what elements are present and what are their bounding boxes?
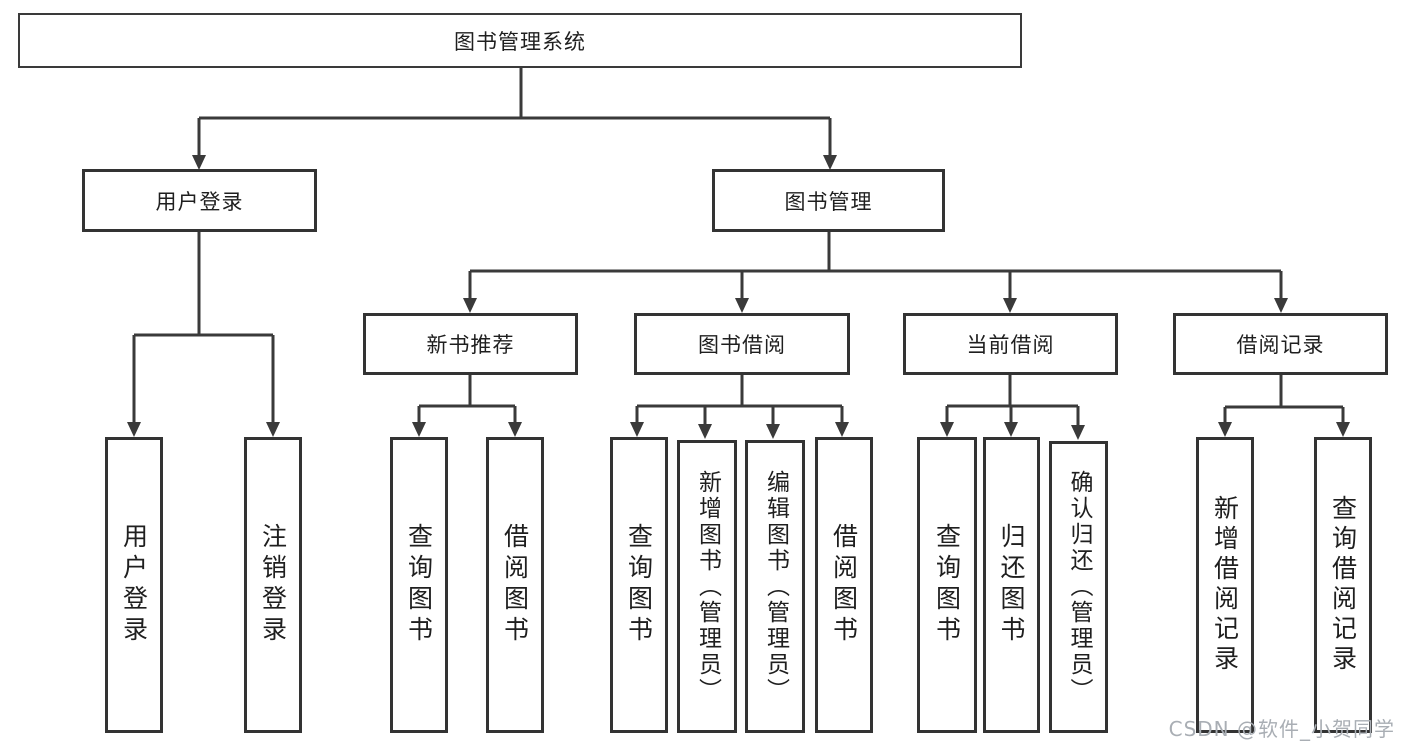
connector-book-mgmt-to-level3 (463, 232, 1288, 313)
node-current: 当前借阅 (903, 313, 1118, 375)
node-leaf-newbooks-query-label: 查询图书 (404, 523, 434, 647)
node-leaf-user-login-label: 用户登录 (119, 523, 149, 647)
node-leaf-logout-label: 注销登录 (258, 523, 288, 647)
node-leaf-current-query-label: 查询图书 (932, 523, 962, 647)
connector-user-login-to-children (127, 232, 280, 437)
node-user-login-label: 用户登录 (155, 189, 244, 214)
node-leaf-current-confirm-label: 确认归还（管理员） (1066, 470, 1092, 704)
node-leaf-borrowing-add: 新增图书（管理员） (677, 440, 737, 733)
node-book-mgmt-label: 图书管理 (784, 189, 873, 214)
node-leaf-records-query: 查询借阅记录 (1314, 437, 1372, 733)
node-records-label: 借阅记录 (1236, 333, 1325, 357)
node-new-books-label: 新书推荐 (426, 333, 515, 357)
node-leaf-newbooks-borrow-label: 借阅图书 (500, 523, 530, 647)
connector-new-books-to-children (412, 375, 522, 437)
node-leaf-borrowing-add-label: 新增图书（管理员） (694, 469, 721, 704)
node-leaf-borrowing-edit-label: 编辑图书（管理员） (762, 469, 789, 704)
node-current-label: 当前借阅 (966, 333, 1055, 357)
csdn-watermark: CSDN @软件_小贺同学 (1168, 717, 1395, 741)
node-root: 图书管理系统 (18, 13, 1022, 68)
node-book-mgmt: 图书管理 (712, 169, 945, 232)
node-new-books: 新书推荐 (363, 313, 578, 375)
node-leaf-current-query: 查询图书 (917, 437, 977, 733)
node-leaf-records-add-label: 新增借阅记录 (1210, 495, 1240, 675)
node-leaf-current-return: 归还图书 (983, 437, 1040, 733)
node-leaf-records-add: 新增借阅记录 (1196, 437, 1254, 733)
connector-records-to-children (1218, 375, 1350, 437)
node-borrowing-label: 图书借阅 (698, 333, 786, 357)
node-leaf-newbooks-query: 查询图书 (390, 437, 448, 733)
node-records: 借阅记录 (1173, 313, 1388, 375)
node-leaf-current-confirm: 确认归还（管理员） (1049, 441, 1108, 733)
node-leaf-logout: 注销登录 (244, 437, 302, 733)
node-user-login: 用户登录 (82, 169, 317, 232)
connector-current-to-children (940, 375, 1085, 440)
node-leaf-records-query-label: 查询借阅记录 (1328, 495, 1358, 675)
node-leaf-newbooks-borrow: 借阅图书 (486, 437, 544, 733)
node-leaf-borrowing-borrow-label: 借阅图书 (829, 523, 859, 647)
node-leaf-current-return-label: 归还图书 (997, 523, 1026, 647)
node-leaf-borrowing-query: 查询图书 (610, 437, 668, 733)
connector-borrowing-to-children (630, 375, 849, 439)
node-leaf-borrowing-edit: 编辑图书（管理员） (745, 440, 805, 733)
node-leaf-borrowing-borrow: 借阅图书 (815, 437, 873, 733)
node-leaf-user-login: 用户登录 (105, 437, 163, 733)
connector-root-to-level2 (192, 68, 837, 170)
node-leaf-borrowing-query-label: 查询图书 (624, 523, 654, 647)
node-borrowing: 图书借阅 (634, 313, 850, 375)
node-root-label: 图书管理系统 (454, 29, 586, 54)
